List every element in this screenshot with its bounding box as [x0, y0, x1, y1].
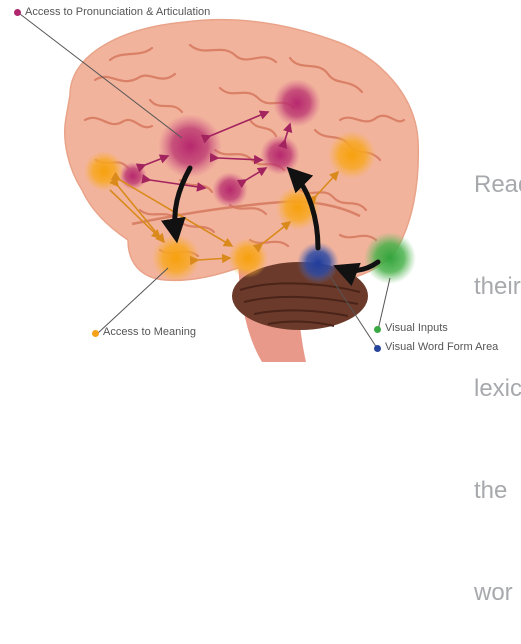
brain-diagram — [0, 0, 521, 362]
side-caption-line: their — [474, 270, 521, 304]
side-caption: Read their lexic the wor — [474, 100, 521, 644]
visual-inputs-legend-dot — [374, 326, 381, 333]
side-caption-line: wor — [474, 576, 521, 610]
visual-inputs-region — [364, 232, 416, 284]
meaning-legend-dot — [92, 330, 99, 337]
label-visual-inputs: Visual Inputs — [385, 322, 448, 334]
side-caption-line: the — [474, 474, 521, 508]
side-caption-line: lexic — [474, 372, 521, 406]
visual-word-form-legend-dot — [374, 345, 381, 352]
pronunciation-legend-dot — [14, 9, 21, 16]
side-caption-line: Read — [474, 168, 521, 202]
label-access-to-pronunciation: Access to Pronunciation & Articulation — [25, 6, 210, 18]
label-access-to-meaning: Access to Meaning — [103, 326, 196, 338]
